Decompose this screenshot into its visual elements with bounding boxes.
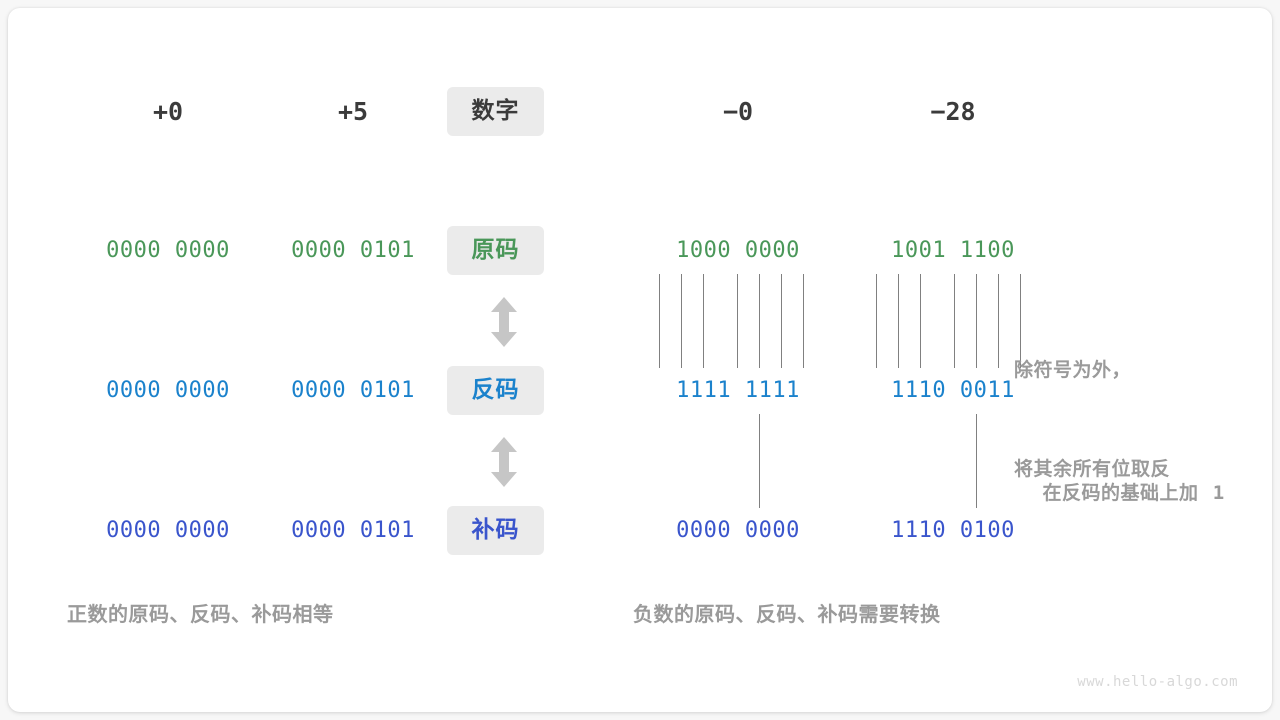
connector-line-neg-28-bit4 (920, 274, 921, 368)
connector-line-neg-zero-bit5 (737, 274, 738, 368)
double-arrow-icon-ones-to-twos (488, 436, 520, 488)
caption-negative-numbers: 负数的原码、反码、补码需要转换 (633, 602, 941, 626)
connector-line-neg-28-bit2 (876, 274, 877, 368)
connector-line-neg-zero-bit6 (759, 274, 760, 368)
cell-twos-complement-pos-five: 0000 0101 (291, 518, 415, 543)
connector-line-neg-28-bit8 (1020, 274, 1021, 368)
cell-twos-complement-neg-zero: 0000 0000 (676, 518, 800, 543)
column-header-neg-28: −28 (930, 97, 976, 126)
annotation-invert-bits: 除符号为外， 将其余所有位取反 (1014, 288, 1170, 552)
annotation-add-one-value: 1 (1212, 482, 1225, 504)
annotation-invert-bits-line2: 将其余所有位取反 (1014, 458, 1171, 480)
row-label-sign-magnitude: 原码 (447, 226, 544, 275)
connector-line-neg-28-bit5 (954, 274, 955, 368)
connector-line-neg-28-bit7 (998, 274, 999, 368)
connector-line-neg-zero-bit3 (681, 274, 682, 368)
cell-ones-complement-neg-zero: 1111 1111 (676, 378, 800, 403)
connector-line-neg-zero-bit4 (703, 274, 704, 368)
connector-line-neg-zero-bit2 (659, 274, 660, 368)
row-label-number: 数字 (447, 87, 544, 136)
annotation-add-one: 在反码的基础上加 1 (1014, 444, 1225, 543)
carry-line-neg-zero (759, 414, 760, 508)
cell-ones-complement-pos-zero: 0000 0000 (106, 378, 230, 403)
connector-line-neg-28-bit3 (898, 274, 899, 368)
cell-sign-magnitude-pos-five: 0000 0101 (291, 238, 415, 263)
cell-twos-complement-neg-28: 1110 0100 (891, 518, 1015, 543)
cell-sign-magnitude-neg-28: 1001 1100 (891, 238, 1015, 263)
connector-line-neg-zero-bit7 (781, 274, 782, 368)
column-header-neg-zero: −0 (722, 97, 754, 126)
row-label-twos-complement: 补码 (447, 506, 544, 555)
cell-sign-magnitude-neg-zero: 1000 0000 (676, 238, 800, 263)
annotation-add-one-text: 在反码的基础上加 (1042, 482, 1199, 504)
annotation-invert-bits-line1: 除符号为外， (1014, 359, 1132, 381)
carry-line-neg-28 (976, 414, 977, 508)
watermark: www.hello-algo.com (1077, 674, 1238, 690)
cell-ones-complement-neg-28: 1110 0011 (891, 378, 1015, 403)
cell-sign-magnitude-pos-zero: 0000 0000 (106, 238, 230, 263)
cell-twos-complement-pos-zero: 0000 0000 (106, 518, 230, 543)
diagram-card: +0 +5 数字 −0 −28 0000 0000 0000 0101 原码 1… (8, 8, 1272, 712)
caption-positive-numbers: 正数的原码、反码、补码相等 (67, 602, 334, 626)
cell-ones-complement-pos-five: 0000 0101 (291, 378, 415, 403)
connector-line-neg-28-bit6 (976, 274, 977, 368)
double-arrow-icon-sign-to-ones (488, 296, 520, 348)
column-header-pos-zero: +0 (152, 97, 184, 126)
row-label-ones-complement: 反码 (447, 366, 544, 415)
column-header-pos-five: +5 (337, 97, 369, 126)
connector-line-neg-zero-bit8 (803, 274, 804, 368)
